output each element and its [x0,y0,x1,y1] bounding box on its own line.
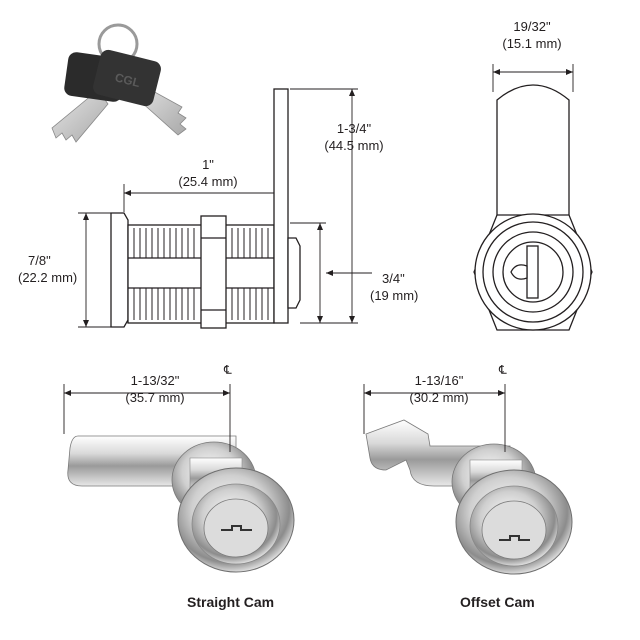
flange-diameter-metric: (22.2 mm) [18,270,78,285]
straight-cam-dimension-lines [63,384,231,452]
key-blade-left [51,89,109,143]
thread-length-imperial: 1" [202,157,214,172]
thread-length-metric: (25.4 mm) [178,174,238,189]
offset-cam-caption: Offset Cam [460,594,535,610]
keys-photo: CGL [51,23,187,143]
body-length-imperial: 1-3/4" [336,121,372,136]
straight-cam-length-metric: (35.7 mm) [125,390,185,405]
offset-cam-centerline-symbol: ℄ [499,363,507,377]
front-view-drawing [473,84,593,331]
thread-length-label: 1" (25.4 mm) [160,156,256,190]
offset-cam-photo [365,419,573,575]
straight-cam-length-label: 1-13/32" (35.7 mm) [100,372,210,406]
offset-cam-keyway [499,535,530,541]
offset-cam-length-imperial: 1-13/16" [414,373,464,388]
straight-cam-length-imperial: 1-13/32" [130,373,180,388]
straight-cam-centerline-symbol: ℄ [224,363,232,377]
back-length-label: 3/4" (19 mm) [370,270,430,304]
side-view-dimension-lines [78,88,372,328]
top-width-metric: (15.1 mm) [502,36,562,51]
front-view-dimension-lines [492,64,574,92]
key-head-front [93,49,161,107]
back-length-imperial: 3/4" [382,271,405,286]
top-width-imperial: 19/32" [513,19,551,34]
straight-cam-photo [67,435,295,573]
flange-diameter-label: 7/8" (22.2 mm) [18,252,106,286]
offset-cam-dimension-lines [363,384,506,452]
top-width-label: 19/32" (15.1 mm) [482,18,582,52]
straight-cam-keyway [221,525,252,531]
offset-cam-length-metric: (30.2 mm) [409,390,469,405]
offset-cam-length-label: 1-13/16" (30.2 mm) [384,372,494,406]
body-length-metric: (44.5 mm) [324,138,384,153]
body-length-label: 1-3/4" (44.5 mm) [312,120,396,154]
straight-cam-caption: Straight Cam [187,594,275,610]
back-length-metric: (19 mm) [370,288,419,303]
flange-diameter-imperial: 7/8" [28,253,51,268]
key-brand-text: CGL [113,70,141,90]
side-view-drawing [110,88,301,329]
